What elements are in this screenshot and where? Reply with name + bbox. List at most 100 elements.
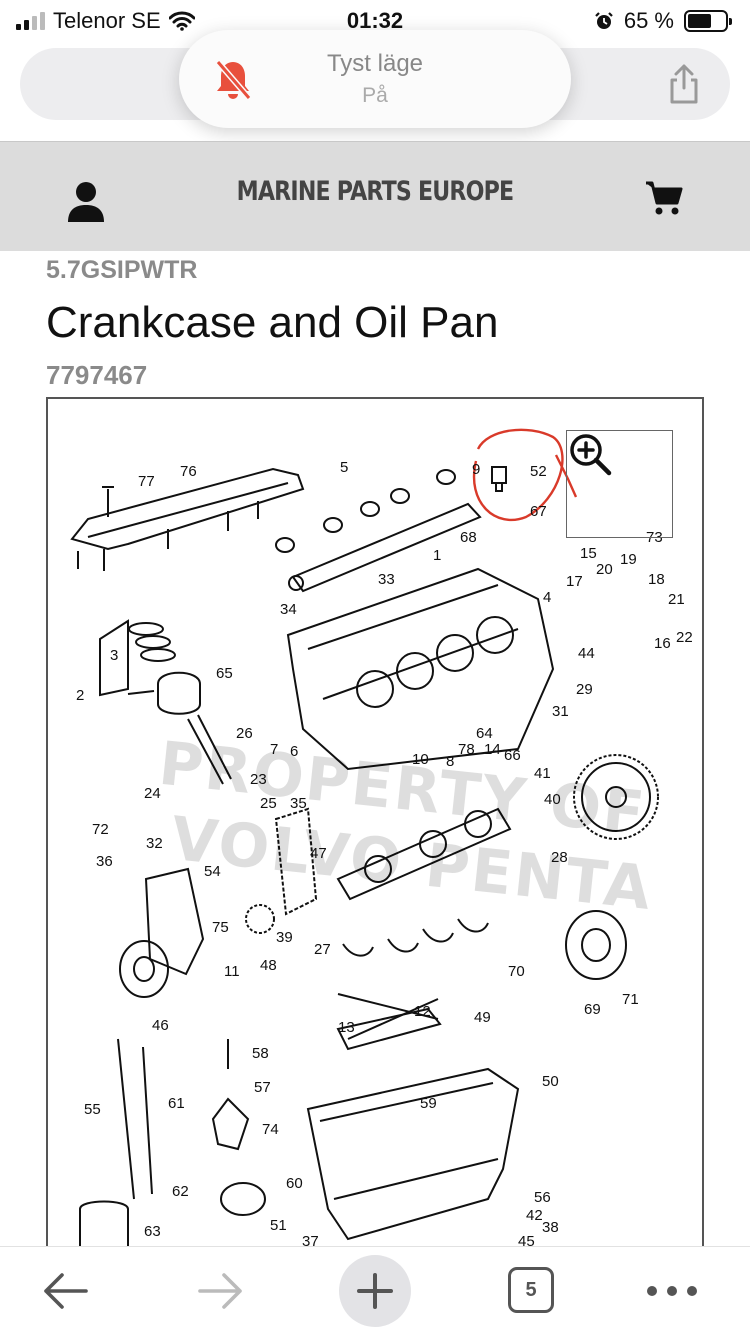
callout-15: 15	[580, 545, 597, 562]
user-account-icon[interactable]	[66, 180, 106, 224]
status-left: Telenor SE	[16, 8, 195, 34]
back-arrow-icon[interactable]	[40, 1265, 90, 1317]
callout-31: 31	[552, 703, 569, 720]
oil-filter-part	[79, 1200, 129, 1255]
more-dots-icon[interactable]	[644, 1265, 700, 1317]
callout-48: 48	[260, 957, 277, 974]
timing-chain-part	[274, 807, 318, 916]
callout-74: 74	[262, 1121, 279, 1138]
callout-72: 72	[92, 821, 109, 838]
callout-52: 52	[530, 463, 547, 480]
callout-67: 67	[530, 503, 547, 520]
callout-61: 61	[168, 1095, 185, 1112]
callout-33: 33	[378, 571, 395, 588]
callout-50: 50	[542, 1073, 559, 1090]
callout-65: 65	[216, 665, 233, 682]
model-code: 5.7GSIPWTR	[46, 256, 198, 284]
callout-11: 11	[224, 963, 240, 980]
tabs-button[interactable]: 5	[508, 1267, 554, 1313]
callout-24: 24	[144, 785, 161, 802]
callout-57: 57	[254, 1079, 271, 1096]
crankshaft-part	[336, 807, 512, 901]
callout-26: 26	[236, 725, 253, 742]
silent-mode-toast: Tyst läge På	[179, 30, 571, 128]
callout-49: 49	[474, 1009, 491, 1026]
callout-77: 77	[138, 473, 155, 490]
callout-41: 41	[534, 765, 551, 782]
callout-60: 60	[286, 1175, 303, 1192]
callout-40: 40	[544, 791, 561, 808]
damper-part	[119, 940, 169, 998]
callout-32: 32	[146, 835, 163, 852]
callout-38: 38	[542, 1219, 559, 1236]
callout-71: 71	[622, 991, 639, 1008]
bottom-toolbar: 5	[0, 1246, 750, 1334]
callout-12: 12	[414, 1003, 431, 1020]
callout-18: 18	[648, 571, 665, 588]
zoom-in-icon	[570, 434, 612, 476]
highlight-circle	[473, 428, 578, 522]
callout-7: 7	[270, 741, 279, 758]
callout-10: 10	[412, 751, 429, 768]
signal-icon	[16, 12, 45, 30]
share-icon[interactable]	[664, 62, 704, 106]
callout-69: 69	[584, 1001, 601, 1018]
engine-block-part	[286, 567, 555, 771]
callout-62: 62	[172, 1183, 189, 1200]
plus-icon	[357, 1273, 393, 1309]
callout-35: 35	[290, 795, 307, 812]
callout-36: 36	[96, 853, 113, 870]
callout-3: 3	[110, 647, 119, 664]
callout-42: 42	[526, 1207, 543, 1224]
carrier-label: Telenor SE	[53, 8, 161, 33]
alarm-clock-icon	[595, 12, 613, 29]
diagram-drawing	[70, 428, 659, 1255]
toast-title: Tyst läge	[326, 50, 424, 77]
forward-arrow-icon[interactable]	[196, 1265, 246, 1317]
callout-75: 75	[212, 919, 229, 936]
new-tab-button[interactable]	[339, 1255, 411, 1327]
callout-37: 37	[302, 1233, 319, 1250]
callout-76: 76	[180, 463, 197, 480]
part-number: 7797467	[46, 360, 148, 390]
sender-part	[491, 466, 507, 492]
callout-68: 68	[460, 529, 477, 546]
callout-55: 55	[84, 1101, 101, 1118]
zoom-button[interactable]	[566, 430, 673, 538]
battery-fill	[688, 14, 712, 28]
callout-78: 78	[458, 741, 475, 758]
callout-4: 4	[543, 589, 552, 606]
callout-2: 2	[76, 687, 85, 704]
callout-13: 13	[338, 1019, 355, 1036]
callout-27: 27	[314, 941, 331, 958]
callout-22: 22	[676, 629, 693, 646]
callout-51: 51	[270, 1217, 287, 1234]
callout-28: 28	[551, 849, 568, 866]
callout-70: 70	[508, 963, 525, 980]
toast-subtitle: På	[362, 84, 388, 107]
battery-percent: 65 %	[623, 8, 674, 33]
gasket-part	[336, 1007, 442, 1051]
callout-56: 56	[534, 1189, 551, 1206]
flywheel-part	[573, 754, 659, 840]
callout-16: 16	[654, 635, 671, 652]
callout-39: 39	[276, 929, 293, 946]
callout-59: 59	[420, 1095, 437, 1112]
callout-9: 9	[472, 461, 481, 478]
oil-pan-part	[306, 1067, 520, 1241]
callout-63: 63	[144, 1223, 161, 1240]
timing-cover-part	[144, 867, 205, 976]
callout-58: 58	[252, 1045, 269, 1062]
callout-19: 19	[620, 551, 637, 568]
piston-part	[157, 671, 201, 715]
cart-icon[interactable]	[644, 180, 684, 216]
rocker-rail-part	[70, 467, 305, 551]
callout-47: 47	[310, 845, 327, 862]
callout-14: 14	[484, 741, 501, 758]
brand-logo[interactable]: MARINE PARTS EUROPE	[236, 176, 515, 207]
wifi-icon	[168, 11, 195, 31]
callout-64: 64	[476, 725, 493, 742]
camshaft-part	[291, 502, 482, 593]
callout-17: 17	[566, 573, 583, 590]
